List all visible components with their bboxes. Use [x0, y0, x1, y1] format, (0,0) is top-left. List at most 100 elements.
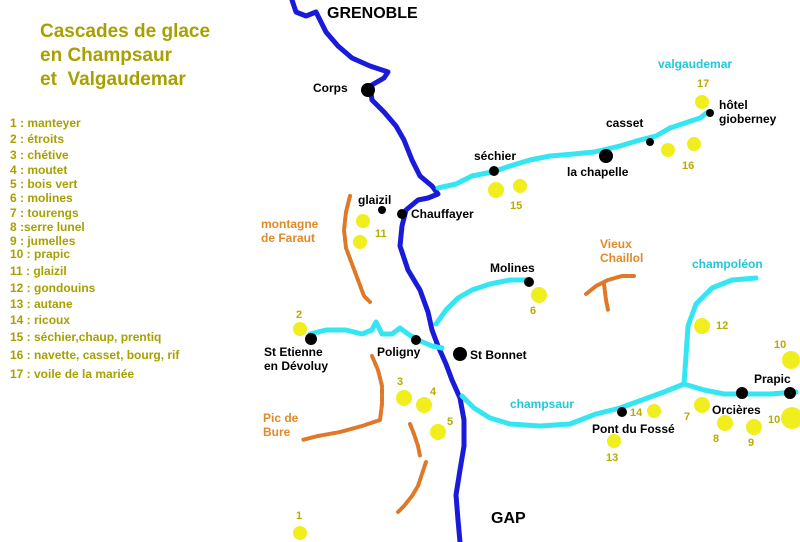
spot-6 [531, 287, 547, 303]
map-title: Cascades de glace en Champsaur et Valgau… [40, 20, 270, 92]
ridge-south-1 [408, 422, 422, 458]
dot-corps [361, 83, 375, 97]
mountain-bure-line-1: Pic de [263, 411, 299, 425]
dot-prapic [784, 387, 796, 399]
ice-fall-spots [293, 95, 800, 540]
mountain-chaillol: Vieux Chaillol [600, 237, 643, 266]
spot-label-10-a: 10 [774, 339, 787, 351]
town-hotel-line-2: gioberney [719, 111, 777, 126]
legend-item: 16 : navette, casset, bourg, rif [10, 348, 180, 362]
town-hotel-line-1: hôtel [719, 98, 748, 112]
town-molines: Molines [490, 261, 535, 275]
legend-item: 15 : séchier,chaup, prentiq [10, 330, 162, 344]
town-prapic: Prapic [754, 372, 791, 386]
spot-label-13: 13 [606, 452, 619, 464]
town-st-etienne: St Etienne en Dévoluy [264, 345, 329, 374]
ridge-chaillol [584, 274, 636, 312]
spot-label-16: 16 [682, 160, 695, 172]
town-chauffayer: Chauffayer [411, 207, 474, 221]
town-sechier: séchier [474, 149, 517, 163]
spot-label-11: 11 [375, 228, 387, 240]
legend-item: 4 : moutet [10, 163, 68, 177]
town-casset: casset [606, 116, 644, 130]
souloise-river [307, 319, 445, 351]
legend-item: 1 : manteyer [10, 116, 81, 130]
spot-15-a [488, 182, 504, 198]
spot-label-9: 9 [748, 437, 755, 449]
spot-10-b [781, 407, 800, 429]
legend-item: 11 : glaizil [10, 264, 67, 278]
town-st-bonnet: St Bonnet [470, 348, 527, 362]
mountain-chaillol-line-1: Vieux [600, 237, 632, 251]
ridge-bure [300, 354, 384, 442]
spot-8 [717, 415, 733, 431]
spot-label-4: 4 [430, 386, 437, 398]
legend-item: 17 : voile de la mariée [10, 367, 135, 381]
title-line-1: Cascades de glace [40, 21, 211, 42]
city-grenoble: GRENOBLE [327, 5, 418, 22]
legend-item: 9 : jumelles [10, 234, 76, 248]
ridge-faraut [342, 194, 372, 304]
title-line-2: en Champsaur [40, 45, 172, 66]
spot-16-a [661, 143, 675, 157]
valgaudemar-river [435, 109, 711, 191]
spot-16-b [687, 137, 701, 151]
spot-9 [746, 419, 762, 435]
dot-chauffayer [397, 209, 407, 219]
legend-item: 13 : autane [10, 297, 73, 311]
spot-label-15: 15 [510, 200, 523, 212]
spot-label-17: 17 [697, 78, 710, 90]
town-st-etienne-line-2: en Dévoluy [264, 358, 329, 373]
champsaur-river [459, 381, 799, 429]
legend-item: 6 : molines [10, 191, 73, 205]
spot-7 [694, 397, 710, 413]
legend-item: 2 : étroits [10, 132, 65, 146]
ridge-south-2 [396, 460, 428, 514]
spot-label-7: 7 [684, 411, 691, 423]
molines-river [433, 277, 531, 327]
spot-3 [396, 390, 412, 406]
spot-13 [607, 434, 621, 448]
dot-orcieres [736, 387, 748, 399]
town-hotel-gioberney: hôtel gioberney [719, 98, 777, 127]
legend-item: 3 : chétive [10, 148, 69, 162]
dot-st-etienne [305, 333, 317, 345]
mountain-faraut-line-2: de Faraut [261, 230, 316, 245]
spot-1 [293, 526, 307, 540]
town-pont-du-fosse: Pont du Fossé [592, 422, 675, 436]
dot-hotel [706, 109, 714, 117]
spot-2 [293, 322, 307, 336]
spot-label-5: 5 [447, 416, 454, 428]
legend-item: 12 : gondouins [10, 281, 96, 295]
dot-st-bonnet [453, 347, 467, 361]
mountain-bure-line-2: Bure [263, 424, 291, 439]
spot-17 [695, 95, 709, 109]
legend-item: 5 : bois vert [10, 177, 78, 191]
spot-label-3: 3 [397, 376, 404, 388]
drac-river [289, 0, 467, 542]
legend-item: 7 : tourengs [10, 206, 79, 220]
spot-10-a [782, 351, 800, 369]
spot-label-14: 14 [630, 407, 643, 419]
mountain-faraut-line-1: montagne [261, 217, 319, 231]
mountain-faraut: montagne de Faraut [261, 217, 319, 246]
spot-label-10-b: 10 [768, 414, 781, 426]
legend-item: 10 : prapic [10, 247, 71, 261]
valley-rivers [307, 109, 799, 429]
spot-label-8: 8 [713, 433, 720, 445]
mountain-bure: Pic de Bure [263, 411, 299, 440]
mountain-ridges [300, 194, 636, 514]
valley-valgaudemar: valgaudemar [658, 57, 733, 71]
dot-pont-du-fosse [617, 407, 627, 417]
town-orcieres: Orcières [712, 403, 761, 417]
town-st-etienne-line-1: St Etienne [264, 345, 323, 359]
valley-champsaur: champsaur [510, 397, 575, 411]
town-la-chapelle: la chapelle [567, 165, 629, 179]
spot-11-a [356, 214, 370, 228]
town-corps: Corps [313, 81, 348, 95]
spot-4 [416, 397, 432, 413]
dot-molines [524, 277, 534, 287]
town-dots [305, 83, 796, 417]
